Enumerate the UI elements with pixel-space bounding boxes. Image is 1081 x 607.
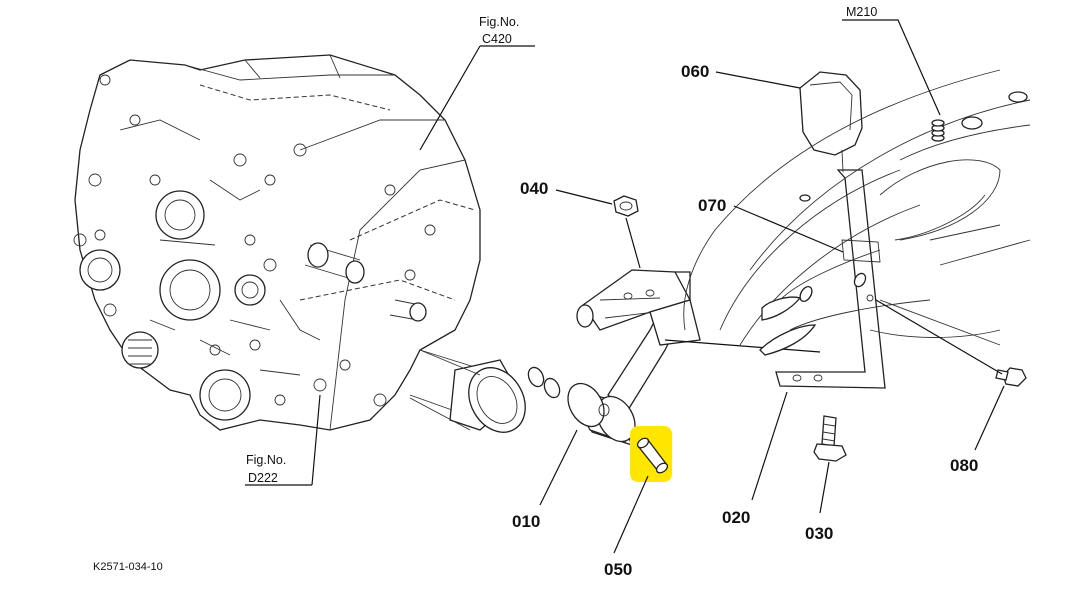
transmission-case	[73, 54, 501, 431]
fig-ref-m210-code: M210	[846, 5, 877, 19]
callout-070[interactable]: 070	[698, 196, 726, 215]
callout-020[interactable]: 020	[722, 508, 750, 527]
bracket-020	[775, 169, 886, 389]
o-rings	[527, 366, 561, 399]
floor-plate	[683, 69, 1031, 356]
leader-lines	[245, 19, 1005, 554]
pedal-pad-060	[799, 71, 863, 173]
pin-050	[630, 426, 672, 482]
callout-060[interactable]: 060	[681, 62, 709, 81]
bolt-080	[995, 367, 1027, 387]
fig-ref-d222-code: D222	[248, 471, 278, 485]
shaft-boss	[409, 349, 526, 433]
bolt-030	[813, 415, 847, 462]
fig-ref-c420-code: C420	[482, 32, 512, 46]
fig-ref-d222-line1: Fig.No.	[246, 453, 286, 467]
callout-010[interactable]: 010	[512, 512, 540, 531]
nut-040	[613, 195, 639, 217]
fig-ref-c420-line1: Fig.No.	[479, 15, 519, 29]
callout-080[interactable]: 080	[950, 456, 978, 475]
link-line	[664, 339, 821, 353]
pedal-arm-010	[567, 269, 701, 447]
callout-040[interactable]: 040	[520, 179, 548, 198]
diagram-code: K2571-034-10	[93, 561, 163, 573]
callout-050[interactable]: 050	[604, 560, 632, 579]
callout-030[interactable]: 030	[805, 524, 833, 543]
spring-stack	[931, 119, 945, 142]
